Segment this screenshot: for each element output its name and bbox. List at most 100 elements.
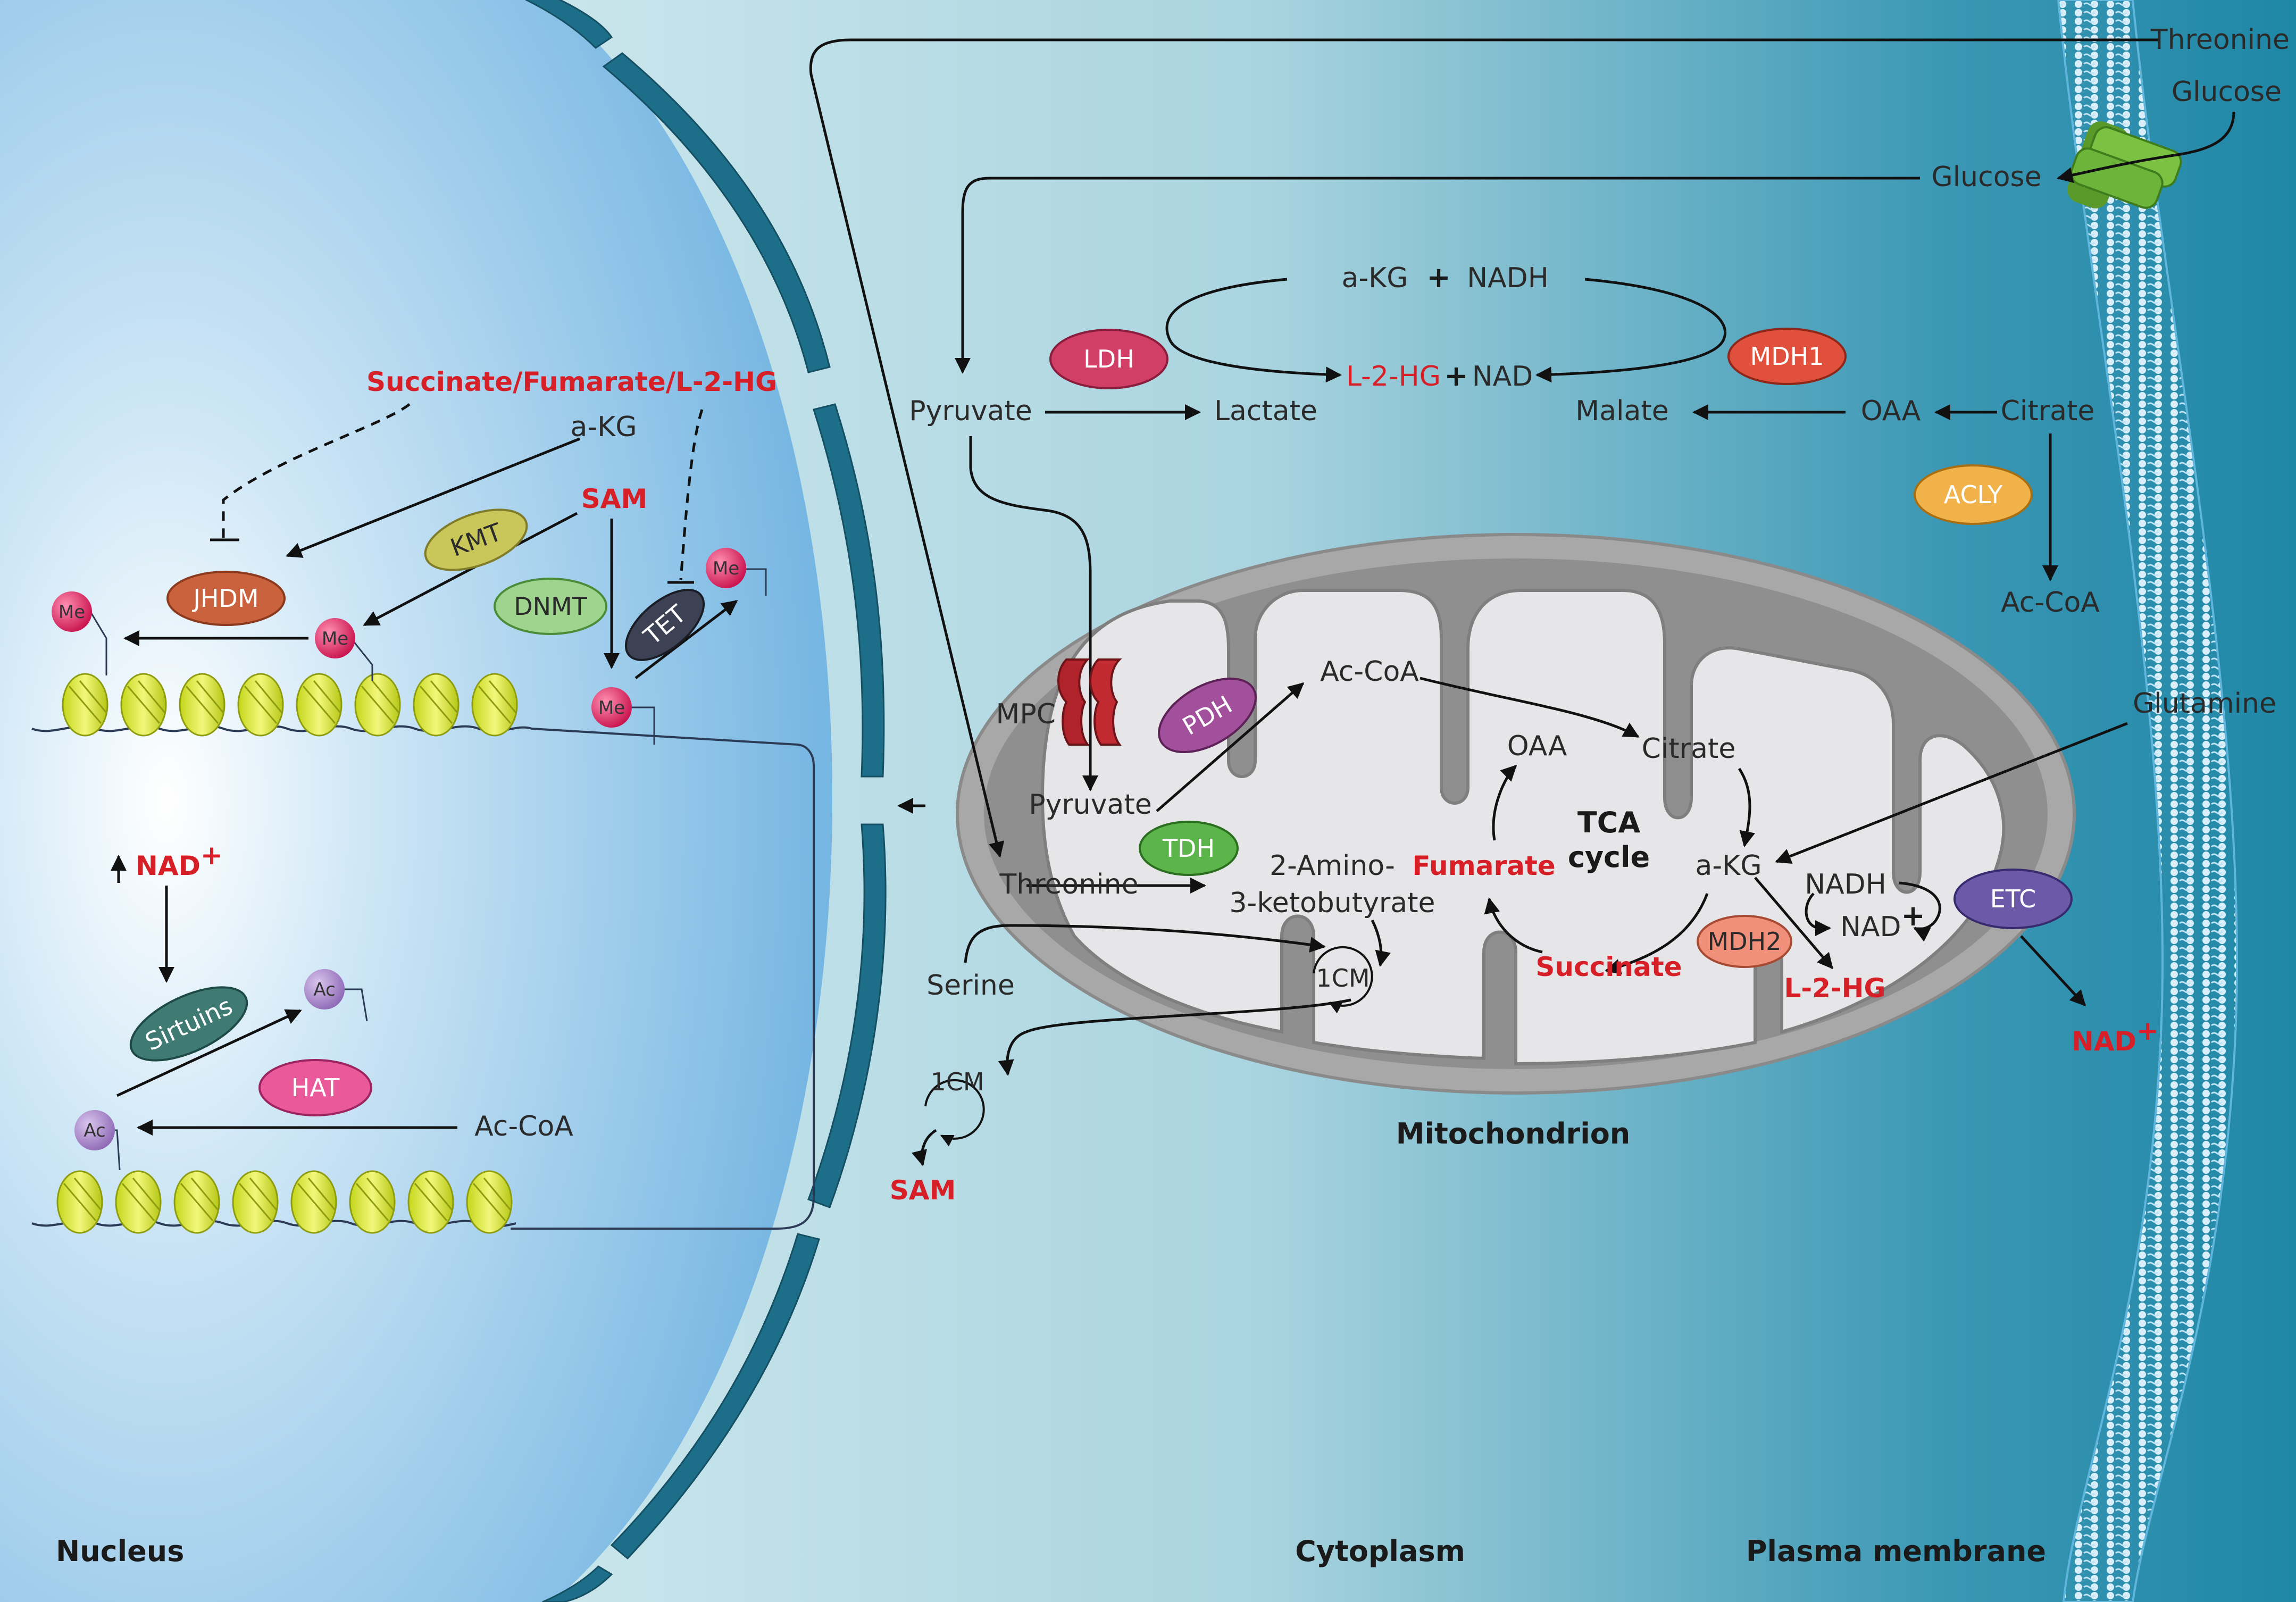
one-cm-cyto-label: 1CM [930,1067,984,1096]
arrow-pyruvate-accoa [1156,682,1305,812]
tca-label-line1: TCA [1577,806,1640,839]
inhibitors-label: Succinate/Fumarate/L-2-HG [366,366,777,397]
arrow-deacetylation [116,1009,302,1097]
methyl-mark: Me [52,591,92,632]
arrow-glucose-pyruvate [955,177,1920,374]
methyl-mark: Me [315,618,355,658]
acetyl-mark: Ac [304,969,345,1009]
arrow-sam-me [363,512,578,627]
accoa-nucleus-label: Ac-CoA [474,1111,573,1142]
tca-label-line2: cycle [1568,840,1650,874]
one-carbon-cycle-cyto: 1CM [924,1067,985,1147]
one-cm-mito-label: 1CM [1316,964,1370,992]
akg-mito-label: a-KG [1695,850,1761,882]
acly-label: ACLY [1944,480,2003,509]
arrow-fumarate-oaa [1492,764,1517,841]
oaa-mito-label: OAA [1507,730,1567,762]
dnmt-enzyme: DNMT [494,578,607,635]
arrow-glucose-uptake [2057,111,2235,183]
succinate-label: Succinate [1535,952,1682,982]
svg-text:Me: Me [59,602,85,623]
chromatin-bottom [31,1170,516,1234]
kmt-enzyme: KMT [424,508,528,571]
plus-cyto-label-2: + [1444,359,1468,393]
accoa-cyto-label: Ac-CoA [2001,587,2100,619]
nucleus-region-label: Nucleus [56,1534,184,1568]
plasma-membrane [2057,0,2238,1602]
mpc-transporter [1057,658,1122,746]
mdh2-label: MDH2 [1708,927,1782,956]
nad-mito-label: NAD+ [1840,899,1925,943]
mitochondrion-region-label: Mitochondrion [1396,1117,1631,1150]
plus-cyto-label: + [1426,261,1450,294]
arrow-akg-jhdm [286,437,580,558]
threonine-extracellular-label: Threonine [2150,24,2290,56]
glutamine-label: Glutamine [2133,688,2276,720]
inhibition-dashed-jhdm [222,403,411,540]
arrow-nadh-nad [1535,278,1727,383]
malate-label: Malate [1575,395,1668,427]
arrow-succinate-fumarate [1484,897,1543,954]
cytoplasm-region-label: Cytoplasm [1295,1534,1465,1568]
fumarate-label: Fumarate [1412,850,1555,881]
nucleus-background [0,0,832,1602]
svg-text:Ac: Ac [84,1120,105,1141]
nucleus-labels: Succinate/Fumarate/L-2-HG a-KG SAM NAD+ … [136,366,777,1142]
hat-label: HAT [291,1073,340,1102]
plasma-membrane-region-label: Plasma membrane [1746,1534,2046,1568]
acetyl-mark: Ac [74,1110,115,1150]
mdh2-enzyme: MDH2 [1697,915,1792,968]
arrow-citrate-akg [1738,767,1756,847]
glucose-extracellular-label: Glucose [2172,76,2282,108]
arrow-nadh-nad-mito [1805,892,1831,936]
nadh-mito-label: NADH [1805,869,1886,900]
arrow-tet-oxidation [634,600,738,679]
mdh1-label: MDH1 [1750,342,1824,371]
arrow-etc-loop [1898,881,1941,942]
epigenetic-marks: Me Me Me Me Ac Ac [52,548,746,1150]
ldh-label: LDH [1083,345,1134,373]
jhdm-label: JHDM [191,584,258,613]
threonine-mito-label: Threonine [999,869,1138,900]
ldh-enzyme: LDH [1049,329,1168,389]
hat-enzyme: HAT [258,1059,372,1116]
akg-cyto-label: a-KG [1341,262,1408,294]
arrow-1cm-export [998,998,1351,1076]
arrow-pyruvate-mpc [969,436,1098,791]
arrow-akg-l2hg [1754,877,1833,970]
nad-nucleus-label: NAD+ [136,840,223,881]
pyruvate-cyto-label: Pyruvate [909,395,1032,427]
serine-label: Serine [926,970,1015,1002]
svg-text:Me: Me [322,628,348,649]
svg-text:Me: Me [598,697,625,719]
svg-text:Ac: Ac [313,979,335,1000]
nadh-cyto-label: NADH [1467,262,1549,294]
oaa-cyto-label: OAA [1861,395,1921,427]
pdh-enzyme: PDH [1158,677,1257,754]
nad-cyto-label: NAD [1472,361,1533,393]
sam-nucleus-label: SAM [581,483,647,514]
nuclear-envelope [525,0,887,1602]
connectors [111,38,2235,1166]
arrow-akg-succinate [1605,893,1709,975]
accoa-mito-label: Ac-CoA [1320,656,1419,688]
arrow-akg-l2hg [1165,278,1342,383]
svg-text:Me: Me [713,558,739,579]
pyruvate-mito-label: Pyruvate [1029,789,1152,821]
akg-nucleus-label: a-KG [570,411,637,443]
mitochondrion-labels: MPC Pyruvate Ac-CoA OAA Citrate TCA cycl… [996,656,1925,1004]
sam-cyto-label: SAM [890,1175,956,1206]
etc-label: ETC [1990,885,2036,913]
glucose-intracellular-label: Glucose [1931,161,2041,193]
arrow-amino-1cm [1371,919,1391,967]
citrate-cyto-label: Citrate [2001,395,2095,427]
arrow-glutamine-akg [1775,722,2128,864]
etc-enzyme: ETC [1953,869,2073,929]
tdh-enzyme: TDH [1139,821,1239,876]
tdh-label: TDH [1162,834,1215,863]
glucose-transporter [2067,121,2182,209]
jhdm-enzyme: JHDM [166,571,286,626]
nad-etc-label: NAD+ [2072,1015,2159,1057]
